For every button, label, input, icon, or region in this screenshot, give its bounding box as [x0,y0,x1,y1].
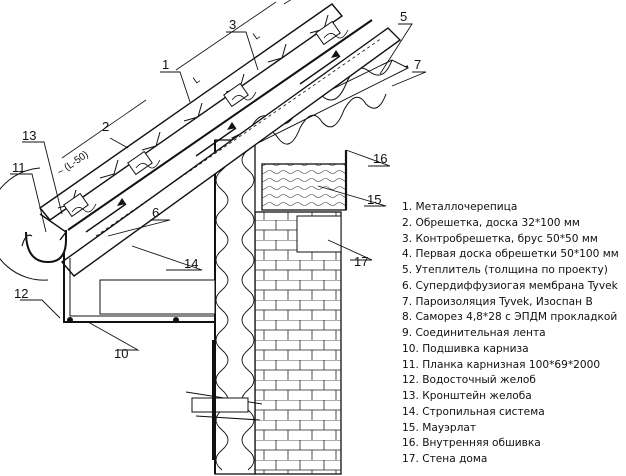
callout-13: 13 [22,128,36,143]
wall-insulation [214,139,256,475]
eaves-soffit [63,252,216,323]
legend-item: 16. Внутренняя обшивка [402,437,541,450]
legend-item: 2. Обрешетка, доска 32*100 мм [402,216,580,229]
callout-10: 10 [114,346,128,361]
callout-15: 15 [367,192,381,207]
roof-battens [63,19,373,231]
legend-item: 17. Стена дома [402,453,488,465]
callout-6: 6 [152,205,159,220]
callout-12: 12 [14,286,28,301]
dimension-span-a: L [191,74,202,86]
legend-item: 14. Стропильная система [402,405,545,418]
legend-item: 12. Водосточный желоб [402,374,536,387]
legend-item: 13. Кронштейн желоба [402,390,532,402]
callout-17: 17 [354,254,368,269]
callout-14: 14 [184,256,198,271]
callout-2: 2 [102,119,109,134]
mauerlat-beam [261,163,347,211]
callout-5: 5 [400,9,407,24]
legend-item: 5. Утеплитель (толщина по проекту) [402,264,608,276]
wall-fasteners [185,340,263,460]
legend-item: 1. Металлочерепица [402,201,518,213]
legend-item: 11. Планка карнизная 100*69*2000 [402,358,601,371]
legend-item: 15. Мауэрлат [402,421,477,434]
dimension-overhang: ~ (L-50) [55,149,90,178]
legend-item: 9. Соединительная лента [402,327,546,339]
callout-numbers: 1 2 3 5 6 7 10 11 12 13 14 15 16 17 [12,9,421,361]
legend-item: 6. Супердиффузиогая мембрана Tyvek [402,279,618,292]
legend-item: 8. Саморез 4,8*28 с ЭПДМ прокладкой [402,311,618,324]
callout-11: 11 [12,160,26,175]
house-wall [254,211,342,475]
dimension-lines [61,0,292,159]
legend-item: 10. Подшивка карниза [402,342,529,355]
membrane-arrows [85,50,341,233]
dimension-span-b: L [251,30,262,42]
callout-3: 3 [229,17,236,32]
legend-item: 7. Пароизоляция Tyvek, Изоспан В [402,295,593,308]
callout-1: 1 [162,57,169,72]
legend-item: 4. Первая доска обрешетки 50*100 мм [402,248,619,261]
leader-lines [10,23,427,351]
gutter-detail [0,167,67,281]
component-legend: 1. Металлочерепица 2. Обрешетка, доска 3… [402,200,619,468]
callout-16: 16 [373,151,387,166]
legend-item: 3. Контробрешетка, брус 50*50 мм [402,232,598,245]
callout-7: 7 [414,57,421,72]
